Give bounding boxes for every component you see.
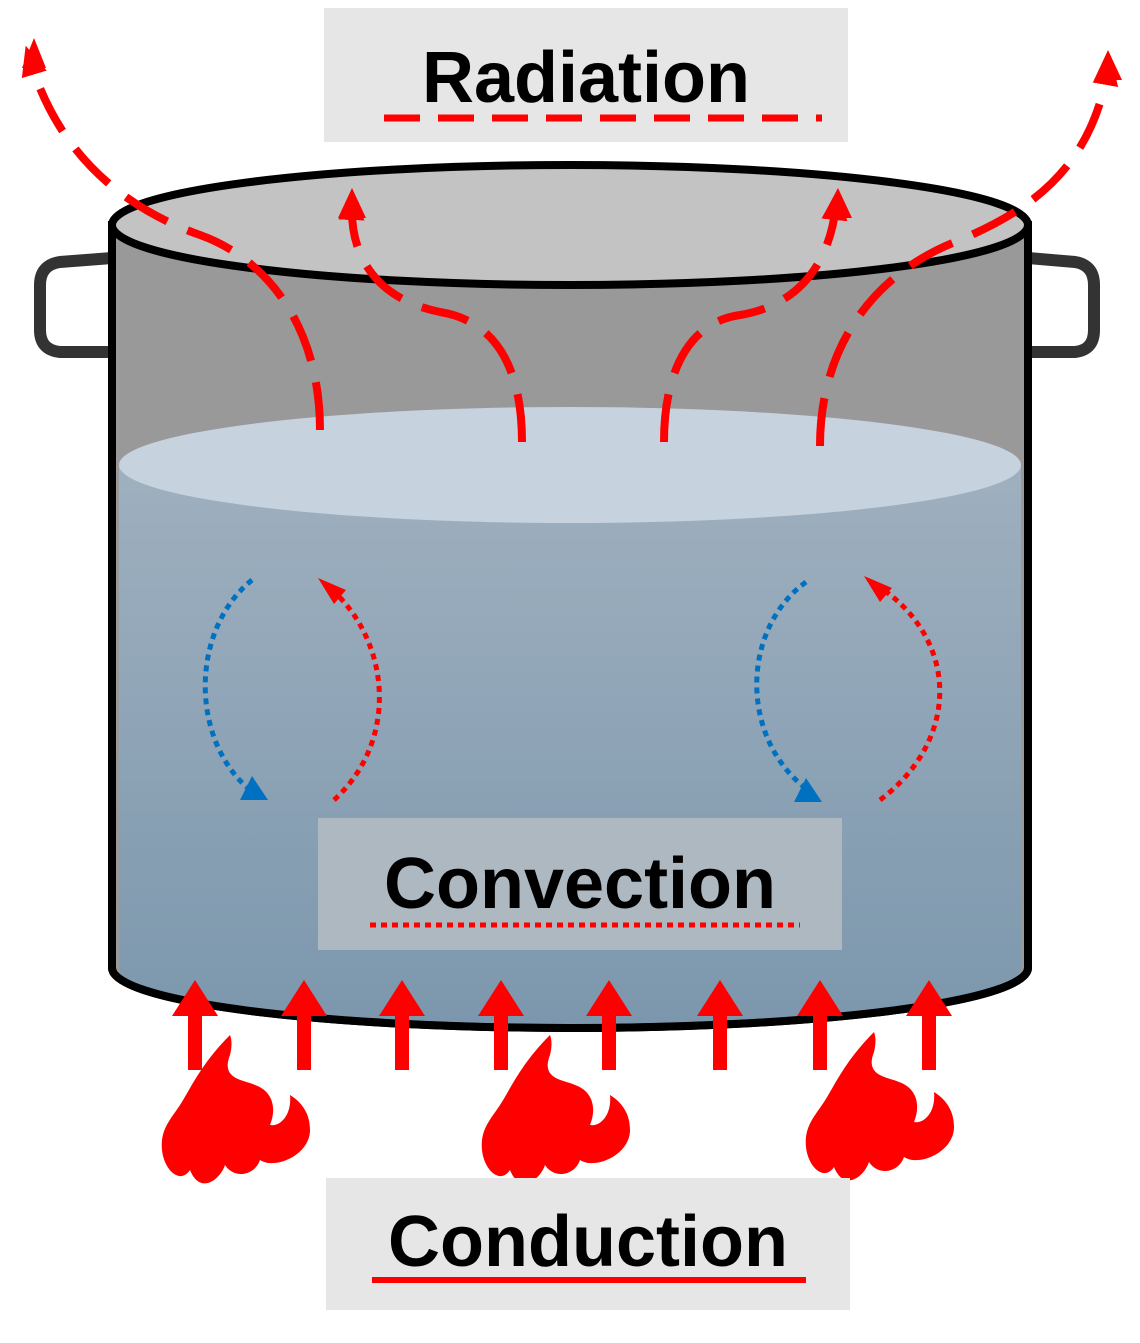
pot-bottom-edge <box>108 967 1032 1032</box>
up-arrow-icon <box>478 980 524 1070</box>
convection-arrowheads <box>240 576 892 802</box>
up-arrow-icon <box>797 980 843 1070</box>
up-arrow-icon <box>1094 50 1122 80</box>
up-arrow-icon <box>338 188 366 218</box>
curved-arrow-icon <box>794 778 822 802</box>
convection-label-box <box>318 818 842 950</box>
convection-loops <box>202 578 943 802</box>
up-arrow-icon <box>379 980 425 1070</box>
up-arrow-icon <box>906 980 952 1070</box>
water-surface <box>119 407 1021 523</box>
flame-icon <box>481 1035 630 1184</box>
left-handle <box>34 252 113 358</box>
flames <box>161 1032 954 1184</box>
radiation-arrowheads <box>22 38 1122 218</box>
curved-arrow-icon <box>318 578 346 604</box>
curved-arrow-icon <box>864 576 892 602</box>
conduction-label-text: Conduction <box>388 1202 788 1282</box>
pot-handles <box>34 252 1100 358</box>
radiation-arrow-outer-right <box>816 55 1119 447</box>
warm-up-arrow-right <box>876 583 943 802</box>
radiation-arrow-inner-right <box>660 190 848 443</box>
up-arrow-icon <box>697 980 743 1070</box>
up-arrow-icon <box>822 188 852 218</box>
up-arrow-icon <box>281 980 327 1070</box>
flame-icon <box>161 1035 310 1184</box>
conduction-arrows <box>172 980 952 1070</box>
warm-up-arrow-left <box>328 586 382 802</box>
conduction-label-box <box>326 1178 850 1310</box>
right-handle <box>1027 252 1100 358</box>
convection-label-text: Convection <box>384 844 776 924</box>
convection-label: Convection <box>318 818 842 950</box>
radiation-arrow-inner-left <box>338 190 526 443</box>
radiation-label-text: Radiation <box>422 38 750 118</box>
radiation-label: Radiation <box>324 8 848 142</box>
flame-icon <box>805 1032 954 1181</box>
up-arrow-icon <box>22 38 46 68</box>
radiation-arrow-outer-left <box>21 45 324 431</box>
up-arrow-icon <box>172 980 218 1070</box>
up-arrow-icon <box>586 980 632 1070</box>
radiation-arrows <box>21 45 1119 447</box>
curved-arrow-icon <box>240 776 268 800</box>
conduction-label: Conduction <box>326 1178 850 1310</box>
